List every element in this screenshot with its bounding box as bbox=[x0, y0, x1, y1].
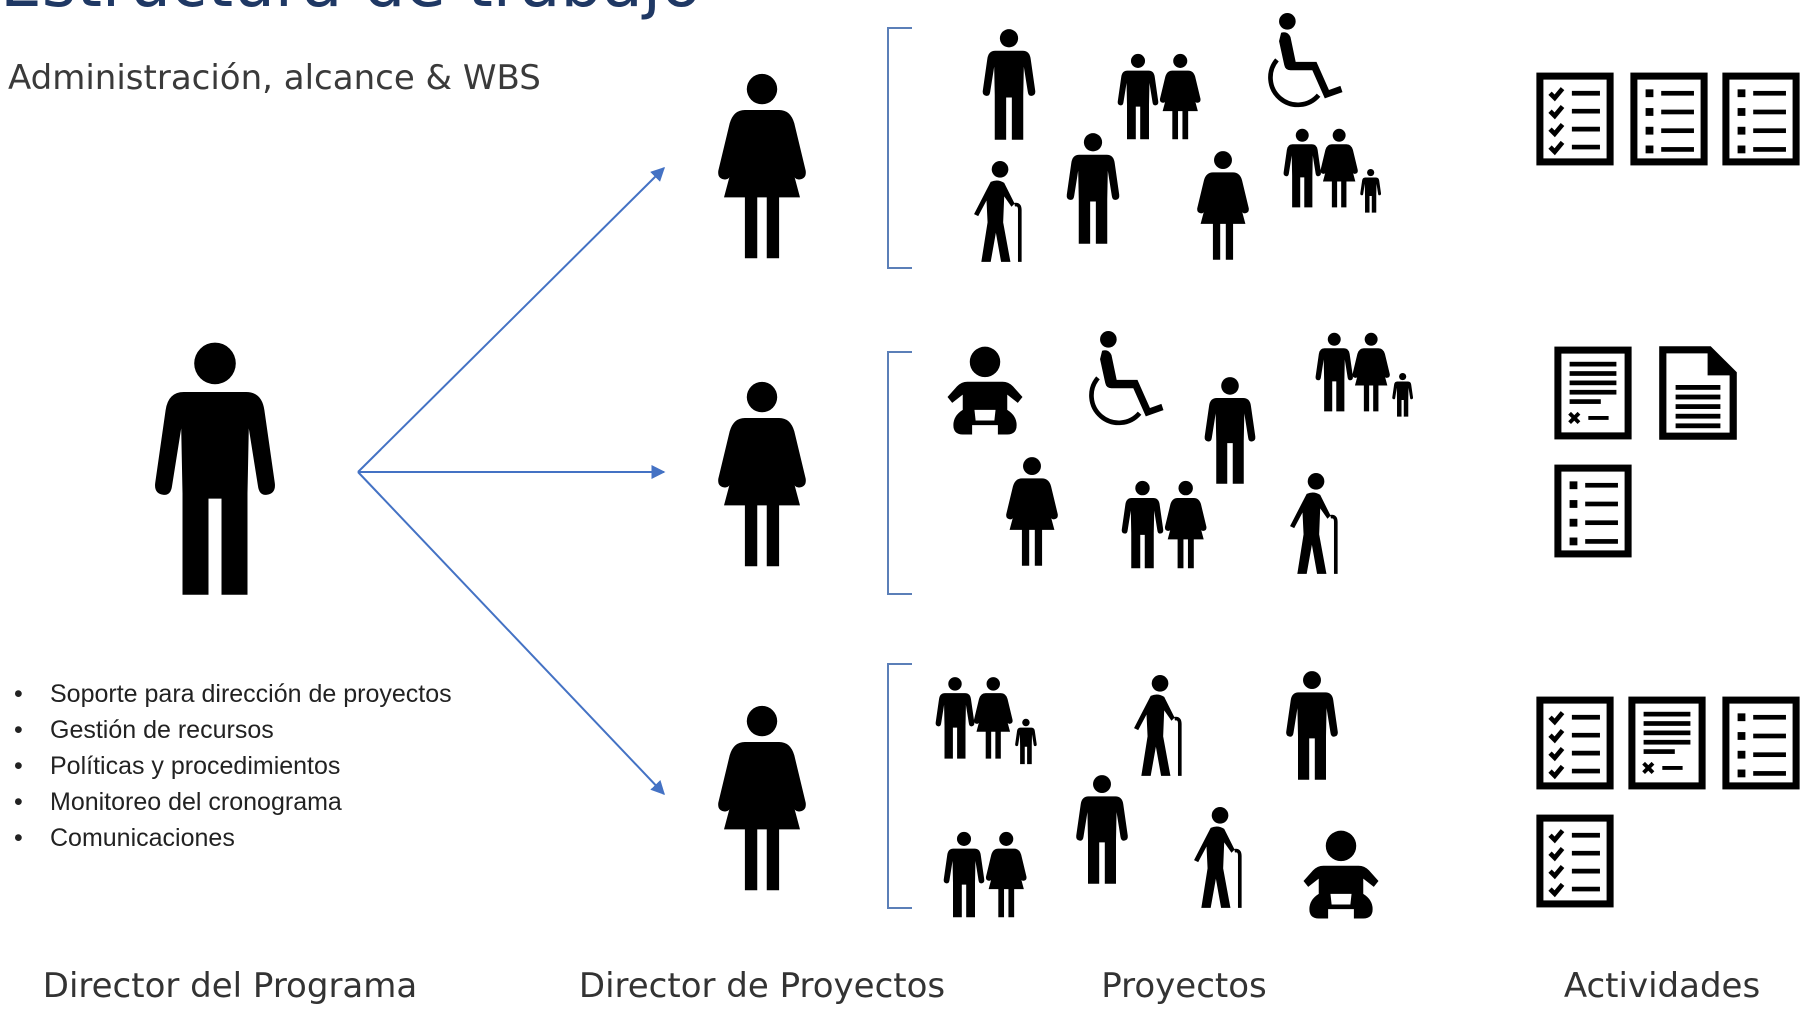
form-icon bbox=[1632, 700, 1702, 786]
woman-icon bbox=[718, 705, 806, 891]
family-icon bbox=[1284, 129, 1381, 213]
checklist-icon bbox=[1540, 700, 1610, 786]
baby-icon bbox=[947, 346, 1023, 435]
wheelchair-icon bbox=[1091, 331, 1163, 423]
list-item: Gestión de recursos bbox=[10, 712, 452, 748]
list-item: Monitoreo del cronograma bbox=[10, 784, 452, 820]
project-directors-label: Director de Proyectos bbox=[578, 966, 946, 1006]
group-bracket-1 bbox=[887, 27, 912, 269]
woman-icon bbox=[1197, 151, 1249, 260]
page-title: Estructura de trabajo bbox=[0, 0, 701, 21]
woman-icon bbox=[718, 381, 806, 567]
group-bracket-3 bbox=[887, 663, 912, 909]
projects-label: Proyectos bbox=[1101, 966, 1267, 1006]
document-icon bbox=[1663, 350, 1733, 436]
list-icon bbox=[1558, 468, 1628, 554]
list-item: Comunicaciones bbox=[10, 820, 452, 856]
list-icon bbox=[1726, 700, 1796, 786]
family-icon bbox=[1316, 333, 1413, 417]
couple-icon bbox=[944, 832, 1027, 917]
list-icon bbox=[1634, 76, 1704, 162]
activities-label: Actividades bbox=[1563, 966, 1761, 1006]
arrow-to-director-3 bbox=[357, 471, 665, 796]
group-bracket-2 bbox=[887, 351, 912, 595]
elderly-icon bbox=[1290, 473, 1336, 574]
page-subtitle: Administración, alcance & WBS bbox=[8, 58, 541, 98]
list-icon bbox=[1726, 76, 1796, 162]
arrow-to-director-1 bbox=[357, 167, 665, 473]
elderly-icon bbox=[974, 161, 1020, 262]
wheelchair-icon bbox=[1270, 13, 1342, 105]
man-icon bbox=[1076, 775, 1128, 884]
responsibilities-list: Soporte para dirección de proyectos Gest… bbox=[10, 676, 452, 856]
man-icon bbox=[982, 29, 1036, 140]
woman-icon bbox=[718, 73, 806, 259]
man-icon bbox=[155, 342, 275, 595]
man-icon bbox=[1066, 133, 1120, 244]
form-icon bbox=[1558, 350, 1628, 436]
couple-icon bbox=[1122, 481, 1207, 568]
man-icon bbox=[1286, 671, 1338, 780]
checklist-icon bbox=[1540, 76, 1610, 162]
man-icon bbox=[1204, 377, 1256, 484]
family-icon bbox=[936, 677, 1037, 764]
baby-icon bbox=[1303, 830, 1379, 919]
checklist-icon bbox=[1540, 818, 1610, 904]
couple-icon bbox=[1118, 54, 1201, 139]
list-item: Políticas y procedimientos bbox=[10, 748, 452, 784]
program-director-label: Director del Programa bbox=[42, 966, 418, 1006]
elderly-icon bbox=[1194, 807, 1240, 908]
list-item: Soporte para dirección de proyectos bbox=[10, 676, 452, 712]
woman-icon bbox=[1006, 457, 1058, 566]
elderly-icon bbox=[1134, 675, 1180, 776]
